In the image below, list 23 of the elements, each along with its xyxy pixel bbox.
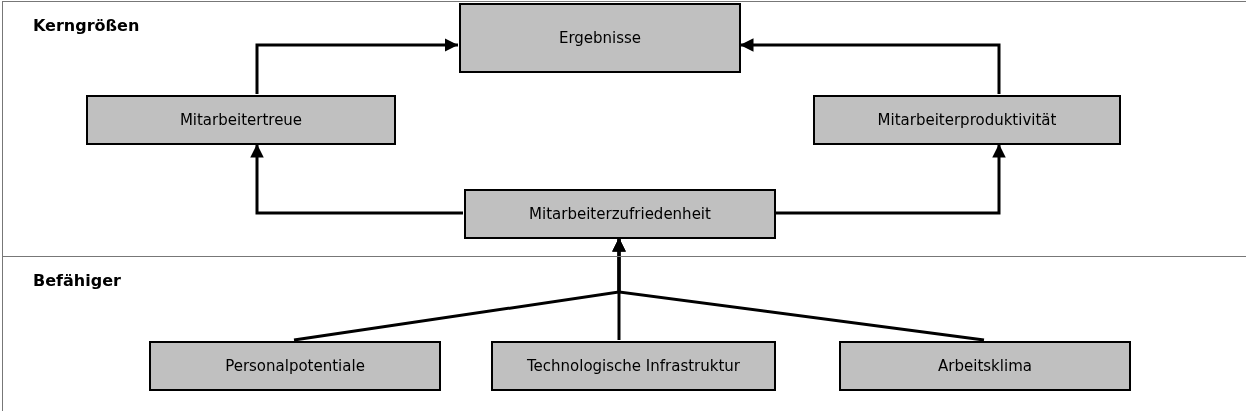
box-label: Ergebnisse xyxy=(558,29,642,47)
box-label: Arbeitsklima xyxy=(938,357,1032,375)
process-box xyxy=(813,95,1121,145)
box-label: Mitarbeitertreue xyxy=(179,111,303,129)
section-band xyxy=(2,1,1246,256)
arrow xyxy=(612,238,985,342)
process-box xyxy=(149,341,441,391)
section-heading: Befähiger xyxy=(33,271,121,290)
section-band xyxy=(2,256,1246,411)
process-box xyxy=(459,3,741,73)
section-heading: Kerngrößen xyxy=(33,16,140,35)
box-label: Mitarbeiterproduktivität xyxy=(877,111,1057,129)
box-label: Personalpotentiale xyxy=(225,357,365,375)
process-box xyxy=(86,95,396,145)
arrow xyxy=(775,144,1006,215)
process-box xyxy=(491,341,776,391)
arrow xyxy=(250,144,463,215)
arrow xyxy=(740,38,1001,94)
arrow xyxy=(255,38,458,94)
process-box xyxy=(464,189,776,239)
process-box xyxy=(839,341,1131,391)
box-label: Technologische Infrastruktur xyxy=(526,357,741,375)
box-label: Mitarbeiterzufriedenheit xyxy=(529,205,711,223)
